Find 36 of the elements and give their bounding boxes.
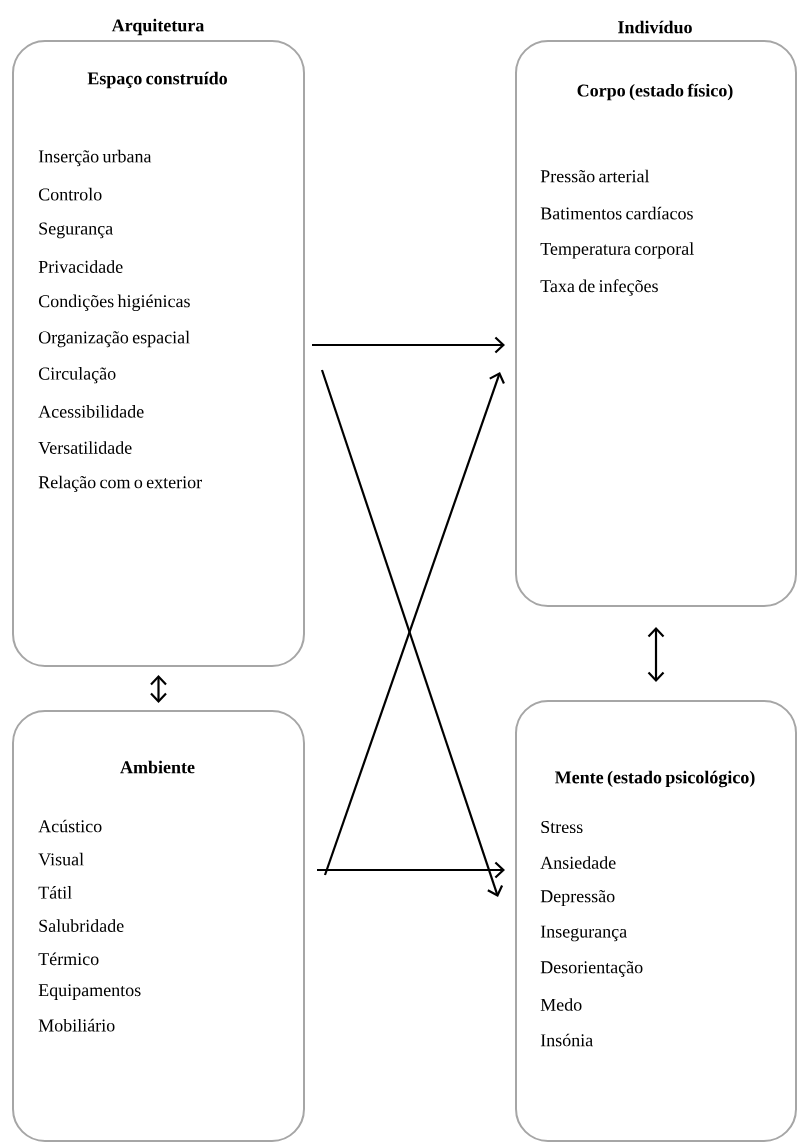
- list-item: Inserção urbana: [38, 149, 152, 167]
- list-item: Stress: [541, 820, 583, 834]
- list-item: Salubridade: [39, 919, 124, 932]
- list-item: Condições higiénicas: [38, 294, 190, 311]
- list-item: Temperatura corporal: [540, 242, 694, 259]
- box-heading: Espaço construído: [87, 71, 227, 89]
- list-item: Taxa de infeções: [540, 279, 658, 296]
- arrow: [312, 336, 505, 354]
- list-item: Depressão: [540, 890, 615, 906]
- list-item: Versatilidade: [38, 441, 132, 454]
- list-item: Tátil: [38, 886, 72, 899]
- arrow: [647, 627, 665, 682]
- list-item: Equipamentos: [38, 984, 141, 1000]
- list-item: Mobiliário: [38, 1018, 115, 1032]
- list-item: Acessibilidade: [38, 405, 144, 418]
- list-item: Batimentos cardíacos: [540, 206, 693, 220]
- box-heading: Ambiente: [120, 760, 195, 774]
- list-item: Visual: [38, 852, 84, 866]
- box-heading: Corpo (estado físico): [577, 83, 733, 101]
- list-item: Relação com o exterior: [38, 475, 202, 492]
- arrow: [317, 861, 505, 879]
- list-item: Privacidade: [38, 260, 123, 273]
- list-item: Organização espacial: [38, 330, 190, 348]
- list-item: Ansiedade: [540, 856, 616, 869]
- list-item: Desorientação: [540, 961, 643, 977]
- box-heading: Mente (estado psicológico): [555, 770, 755, 788]
- list-item: Insegurança: [540, 925, 627, 942]
- list-item: Insónia: [540, 1033, 593, 1047]
- list-item: Controlo: [38, 187, 102, 201]
- list-item: Pressão arterial: [540, 169, 650, 183]
- list-item: Segurança: [39, 222, 113, 239]
- list-item: Circulação: [38, 367, 116, 384]
- list-item: Térmico: [38, 952, 99, 966]
- arrow: [150, 675, 167, 703]
- list-item: Medo: [540, 998, 582, 1011]
- list-item: Acústico: [38, 819, 102, 833]
